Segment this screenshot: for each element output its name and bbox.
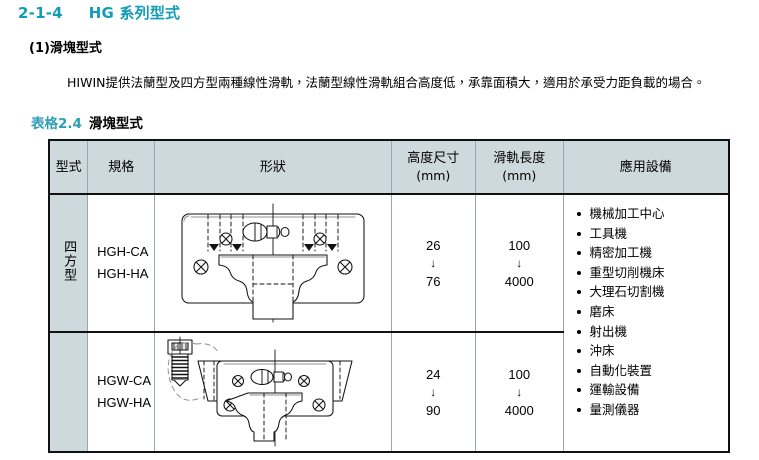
model-name: HGW-HA bbox=[97, 395, 152, 410]
row-length-cell: 100 ↓ 4000 bbox=[474, 331, 564, 453]
table-caption: 表格2.4 滑塊型式 bbox=[31, 112, 143, 132]
range-arrow-icon: ↓ bbox=[430, 384, 437, 399]
row-height-cell: 26 ↓ 76 bbox=[390, 193, 476, 333]
row-shape-cell bbox=[154, 193, 392, 333]
list-item: 射出機 bbox=[576, 322, 728, 342]
column-header-model-label: 規格 bbox=[108, 159, 135, 175]
table-caption-number: 表格2.4 bbox=[31, 116, 82, 132]
applications-cell: 機械加工中心 工具機 精密加工機 重型切削機床 大理石切割機 磨床 射出機 沖床… bbox=[562, 193, 730, 453]
flange-type-block-drawing bbox=[167, 336, 353, 447]
column-header-type-label: 型式 bbox=[55, 159, 82, 175]
column-header-applications-label: 應用設備 bbox=[619, 159, 672, 175]
grease-nipple-icon bbox=[167, 336, 193, 387]
height-max: 76 bbox=[426, 273, 441, 289]
list-item: 大理石切割機 bbox=[576, 282, 728, 302]
column-header-length-unit: (mm) bbox=[502, 168, 537, 183]
range-arrow-icon: ↓ bbox=[516, 384, 523, 399]
list-item: 重型切削機床 bbox=[576, 263, 728, 283]
column-header-length: 滑軌長度 (mm) bbox=[474, 139, 564, 195]
list-item: 精密加工機 bbox=[576, 243, 728, 263]
list-item: 運輸設備 bbox=[576, 380, 728, 400]
list-item: 機械加工中心 bbox=[576, 204, 728, 224]
page-title: 2-1-4 HG 系列型式 bbox=[18, 2, 180, 23]
length-max: 4000 bbox=[504, 273, 534, 289]
range-arrow-icon: ↓ bbox=[430, 255, 437, 270]
table-row: 四方型 HGH-CA HGH-HA bbox=[48, 193, 730, 453]
applications-list: 機械加工中心 工具機 精密加工機 重型切削機床 大理石切割機 磨床 射出機 沖床… bbox=[576, 204, 728, 420]
page-title-number: 2-1-4 bbox=[18, 4, 63, 22]
body-paragraph: HIWIN提供法蘭型及四方型兩種線性滑軌，法蘭型線性滑軌組合高度低，承靠面積大，… bbox=[67, 74, 706, 90]
height-min: 26 bbox=[426, 237, 441, 253]
list-item: 沖床 bbox=[576, 341, 728, 361]
model-name: HGH-CA bbox=[97, 244, 149, 259]
list-item: 磨床 bbox=[576, 302, 728, 322]
length-max: 4000 bbox=[504, 402, 534, 418]
table-caption-text: 滑塊型式 bbox=[88, 116, 143, 132]
column-header-length-label: 滑軌長度 bbox=[493, 151, 546, 166]
list-item: 自動化裝置 bbox=[576, 361, 728, 381]
table-row: HGW-CA HGW-HA bbox=[48, 331, 729, 453]
list-item: 工具機 bbox=[576, 224, 728, 244]
row-model-cell: HGW-CA HGW-HA bbox=[87, 331, 156, 453]
height-max: 90 bbox=[426, 402, 441, 418]
square-type-block-drawing bbox=[181, 203, 365, 323]
column-header-applications: 應用設備 bbox=[562, 139, 730, 195]
column-header-height: 高度尺寸 (mm) bbox=[390, 139, 476, 195]
row-length-cell: 100 ↓ 4000 bbox=[474, 193, 564, 333]
section-subheading: (1)滑塊型式 bbox=[29, 41, 102, 56]
list-item: 量測儀器 bbox=[576, 400, 728, 420]
row-model-cell: HGH-CA HGH-HA bbox=[87, 193, 156, 333]
range-arrow-icon: ↓ bbox=[516, 255, 523, 270]
column-header-height-unit: (mm) bbox=[416, 168, 451, 183]
row-type-cell: 四方型 bbox=[48, 193, 89, 333]
table-header-row: 型式 規格 形狀 高度尺寸 (mm) 滑軌長度 (mm) 應用設備 bbox=[48, 139, 730, 195]
row-type-cell bbox=[48, 331, 89, 453]
column-header-model: 規格 bbox=[87, 139, 156, 195]
row-shape-cell bbox=[154, 331, 392, 453]
model-name: HGW-CA bbox=[97, 373, 152, 388]
slider-type-table: 型式 規格 形狀 高度尺寸 (mm) 滑軌長度 (mm) 應用設備 bbox=[48, 139, 730, 453]
column-header-type: 型式 bbox=[48, 139, 89, 195]
column-header-shape-label: 形狀 bbox=[259, 159, 286, 175]
length-min: 100 bbox=[508, 366, 531, 382]
row-type-label: 四方型 bbox=[61, 240, 77, 282]
length-min: 100 bbox=[508, 237, 531, 253]
model-name: HGH-HA bbox=[97, 266, 149, 281]
column-header-height-label: 高度尺寸 bbox=[407, 151, 460, 166]
column-header-shape: 形狀 bbox=[154, 139, 392, 195]
row-height-cell: 24 ↓ 90 bbox=[390, 331, 476, 453]
height-min: 24 bbox=[426, 366, 441, 382]
page-title-text: HG 系列型式 bbox=[88, 4, 181, 22]
